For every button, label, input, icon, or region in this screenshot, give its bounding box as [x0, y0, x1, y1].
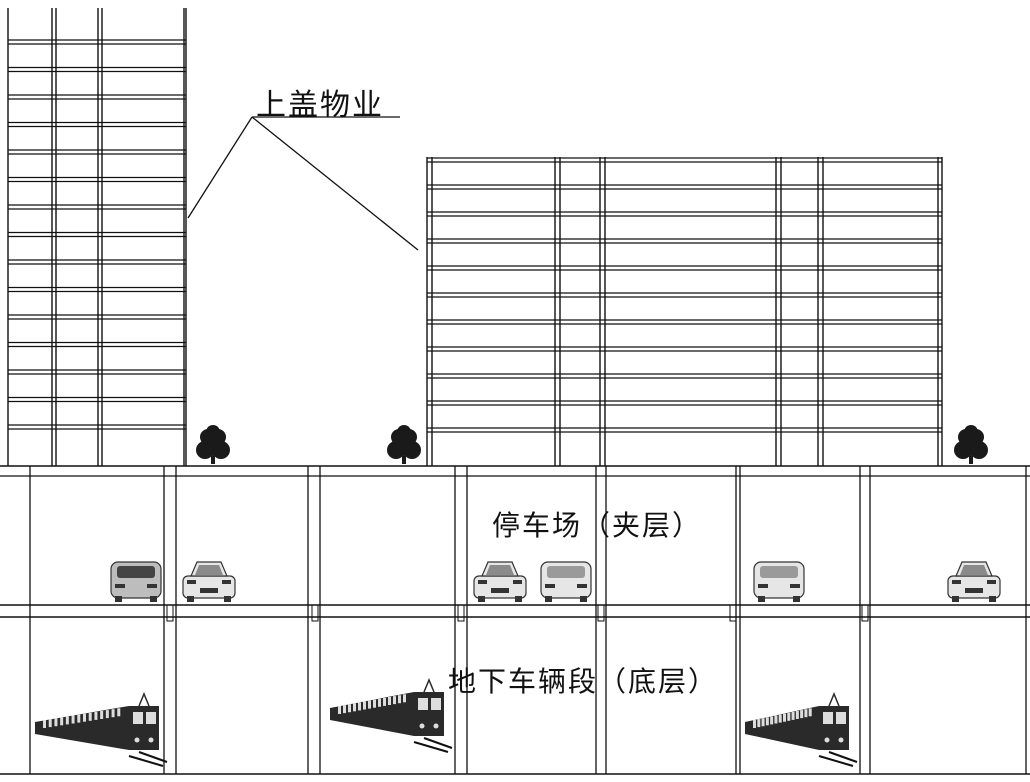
leader-line-right — [251, 116, 419, 251]
parking-level-label: 停车场（夹层） — [492, 509, 703, 542]
leader-lines — [187, 116, 419, 251]
parked-cars — [110, 561, 1001, 602]
van-icon — [110, 561, 162, 602]
van-icon — [753, 561, 805, 602]
trees — [196, 425, 988, 464]
podium-structure — [0, 465, 1030, 775]
tree-icon — [196, 425, 230, 464]
tree-icon — [387, 425, 421, 464]
tall-building — [7, 8, 187, 466]
leader-line-left — [187, 116, 253, 219]
train-icon — [330, 678, 453, 753]
column-bracket — [729, 604, 737, 622]
depot-level-label: 地下车辆段（底层） — [448, 665, 719, 698]
train-icon — [745, 692, 858, 767]
superstructure-label: 上盖物业 — [256, 88, 384, 123]
column-bracket — [597, 604, 605, 622]
column-bracket — [457, 604, 465, 622]
low-building — [426, 157, 943, 466]
tree-icon — [954, 425, 988, 464]
van-icon — [540, 561, 592, 602]
train-icon — [35, 692, 168, 767]
column-bracket — [311, 604, 319, 622]
car-icon — [182, 561, 236, 602]
column-bracket — [861, 604, 869, 622]
car-icon — [473, 561, 527, 602]
car-icon — [947, 561, 1001, 602]
column-bracket — [166, 604, 174, 622]
metro-trains — [35, 678, 858, 767]
